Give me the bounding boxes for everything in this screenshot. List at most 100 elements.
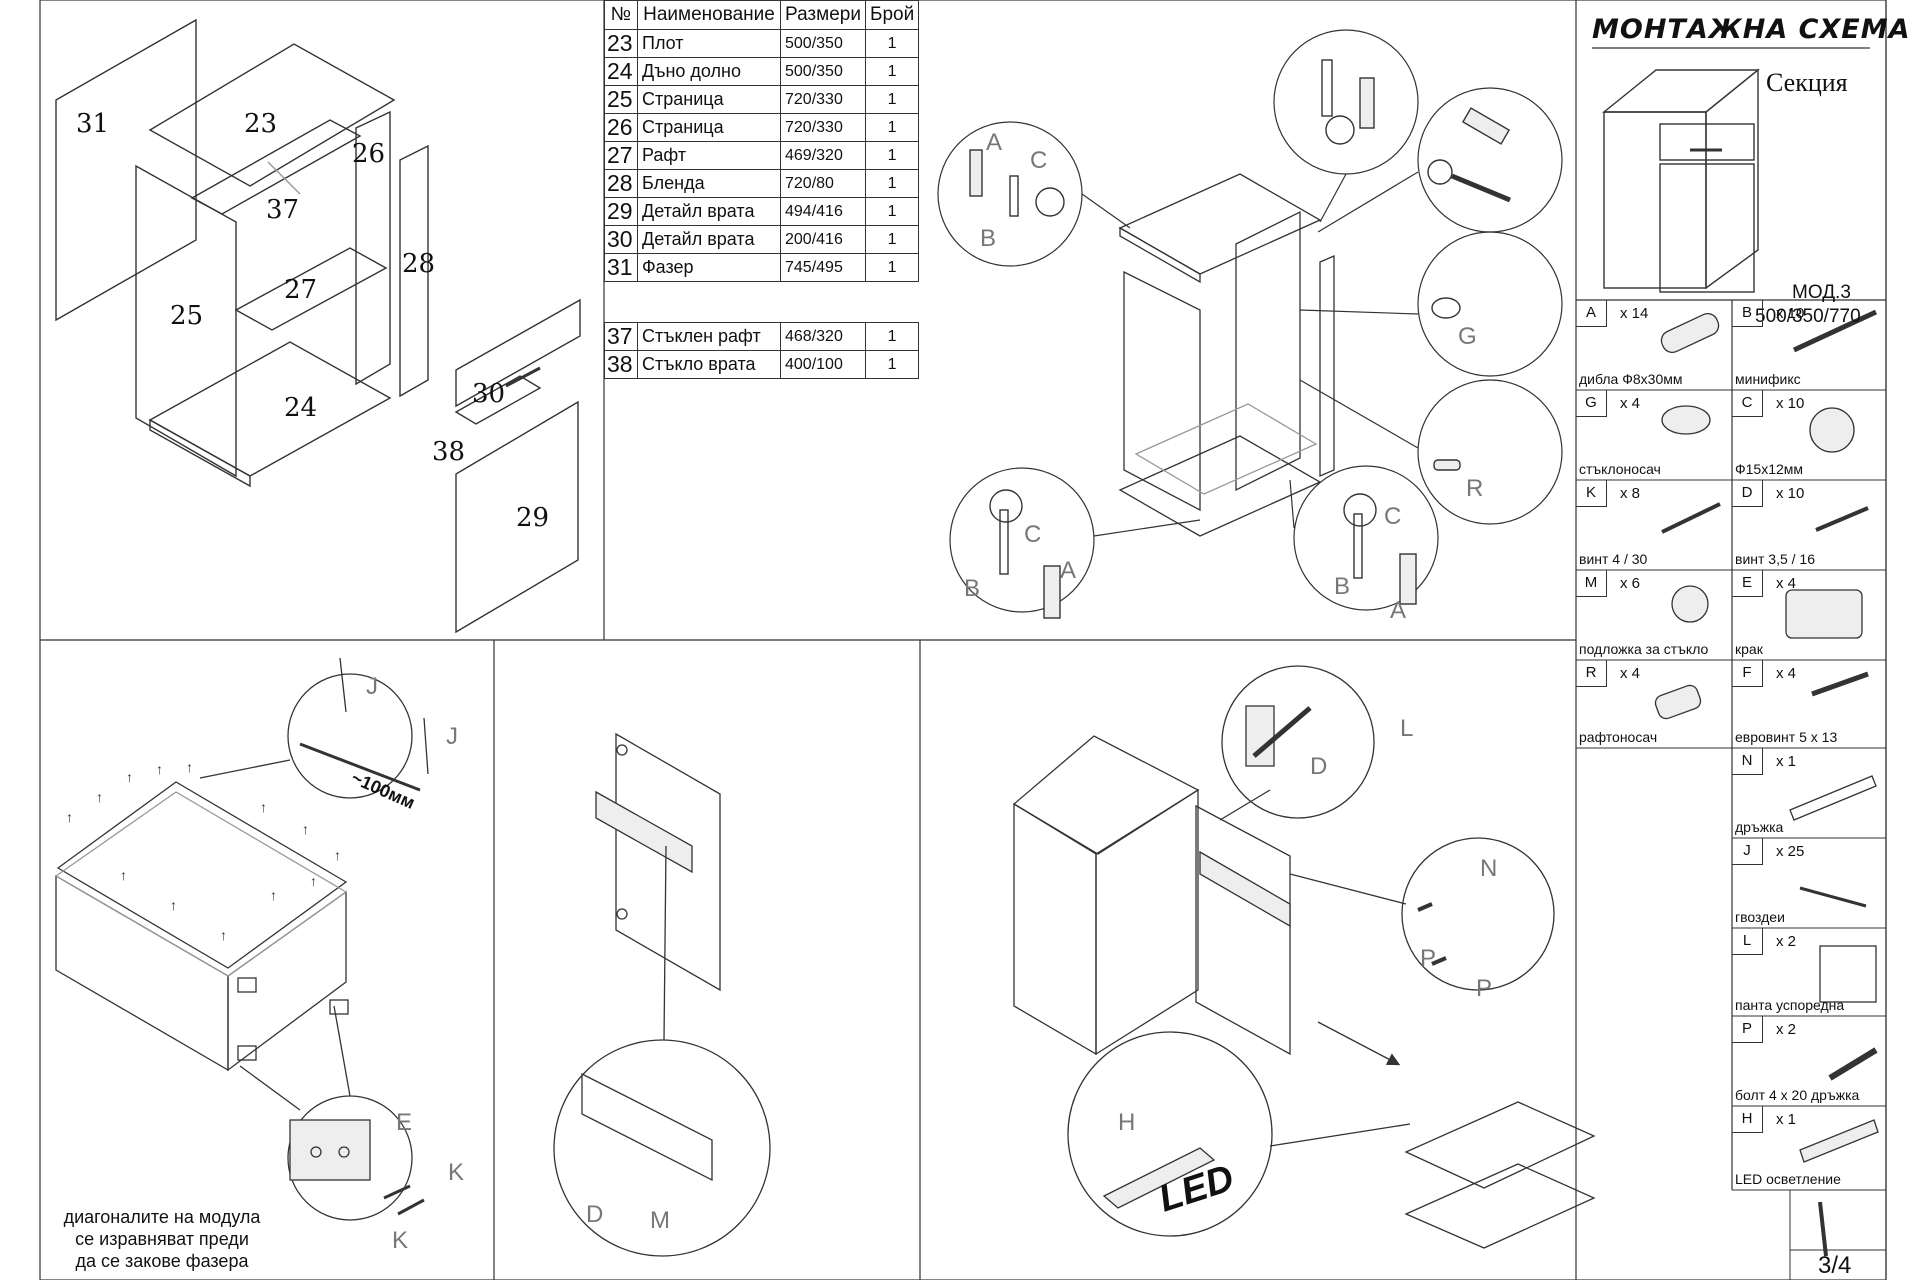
svg-text:↑: ↑ — [126, 769, 133, 785]
part-number: 30 — [604, 225, 638, 254]
hardware-grid — [1576, 389, 1886, 1280]
hardware-letter: K — [1576, 480, 1607, 507]
panel-28 — [399, 144, 429, 398]
part-qty: 1 — [864, 141, 920, 170]
svg-text:↑: ↑ — [220, 927, 227, 943]
hardware-cell-g: G x 4 стъклоносач — [1576, 390, 1732, 480]
hardware-cell-n: N x 1 дръжка — [1732, 748, 1886, 838]
part-qty: 1 — [864, 322, 920, 351]
panel-26 — [355, 110, 391, 386]
shelf-support-icon — [1654, 684, 1702, 720]
part-label: 37 — [266, 195, 299, 225]
tool-icon — [1818, 1201, 1828, 1257]
callout-letter: K — [392, 1227, 408, 1254]
hardware-label: Ф15х12мм — [1735, 461, 1804, 477]
callout-letter: H — [1118, 1109, 1135, 1136]
hardware-cell-j: J x 25 гвоздеи — [1732, 838, 1886, 928]
part-qty: 1 — [864, 197, 920, 226]
part-number: 28 — [604, 169, 638, 198]
hardware-label: панта успоредна — [1735, 997, 1845, 1013]
hardware-cell-m: M x 6 подложка за стъкло — [1576, 570, 1732, 660]
part-name: Детайл врата — [637, 225, 781, 254]
svg-text:↑: ↑ — [66, 809, 73, 825]
model-code: МОД.3 — [1792, 282, 1851, 303]
part-size: 720/330 — [780, 85, 866, 114]
panel-31 — [55, 18, 197, 322]
cam-lock-icon — [1809, 407, 1855, 453]
door-glass-assembly — [553, 732, 771, 1257]
part-label: 24 — [284, 393, 317, 423]
page-number: 3/4 — [1818, 1252, 1852, 1279]
led-light-icon — [1799, 1119, 1879, 1163]
carcass-assembly — [1118, 173, 1335, 537]
part-name: Бленда — [637, 169, 781, 198]
hardware-qty: x 2 — [1776, 1021, 1797, 1038]
note-line: да се закове фазера — [75, 1251, 249, 1271]
part-qty: 1 — [864, 225, 920, 254]
part-size: 200/416 — [780, 225, 866, 254]
panel-23 — [148, 43, 396, 187]
hinge-icon — [1819, 945, 1877, 1003]
part-label: 23 — [244, 109, 277, 139]
part-name: Дъно долно — [637, 57, 781, 86]
hardware-label: винт 4 / 30 — [1579, 551, 1648, 567]
part-qty: 1 — [864, 85, 920, 114]
hardware-qty: x 1 — [1776, 753, 1797, 770]
callout-letter: A — [986, 129, 1002, 156]
column-header: Брой — [864, 0, 920, 30]
hardware-letter: A — [1576, 300, 1607, 327]
hardware-qty: x 2 — [1776, 933, 1797, 950]
part-name: Фазер — [637, 253, 781, 282]
note-line: се изравняват преди — [75, 1229, 249, 1249]
hardware-cell-b: B x 10 минификс — [1732, 300, 1886, 390]
hardware-label: минификс — [1735, 371, 1801, 387]
hardware-cell-p: P x 2 болт 4 x 20 дръжка — [1732, 1016, 1886, 1106]
part-label: 29 — [516, 503, 549, 533]
model-dimensions: 500/350/770 — [1755, 306, 1861, 327]
part-number: 24 — [604, 57, 638, 86]
part-qty: 1 — [864, 253, 920, 282]
callout-letter: B — [1334, 573, 1350, 600]
part-label: 25 — [170, 301, 203, 331]
part-name: Рафт — [637, 141, 781, 170]
glass-pad-icon — [1671, 585, 1709, 623]
hardware-letter: D — [1732, 480, 1763, 507]
svg-text:↑: ↑ — [334, 847, 341, 863]
column-header: № — [604, 0, 638, 30]
table-header: № Наименование Размери Брой — [604, 0, 920, 30]
fitting-sketches — [969, 59, 1511, 619]
hardware-label: LED осветление — [1735, 1171, 1841, 1187]
part-qty: 1 — [864, 113, 920, 142]
part-number: 26 — [604, 113, 638, 142]
part-label: 30 — [472, 379, 505, 409]
detail-circles — [937, 29, 1563, 613]
part-number: 23 — [604, 29, 638, 58]
callout-letter: P — [1476, 975, 1492, 1002]
page-title: МОНТАЖНА СХЕМА — [1592, 14, 1911, 45]
hardware-letter: L — [1732, 928, 1763, 955]
hardware-letter: P — [1732, 1016, 1763, 1043]
svg-text:↑: ↑ — [170, 897, 177, 913]
hardware-cell-h: H x 1 LED осветление — [1732, 1106, 1886, 1190]
hardware-qty: x 14 — [1620, 305, 1649, 322]
part-size: 469/320 — [780, 141, 866, 170]
part-size: 720/330 — [780, 113, 866, 142]
hardware-letter: B — [1732, 300, 1763, 327]
handle-icon — [1789, 775, 1877, 821]
hardware-letter: H — [1732, 1106, 1763, 1133]
callout-letter: G — [1458, 323, 1477, 350]
svg-text:↑: ↑ — [96, 789, 103, 805]
nail-icon — [1799, 886, 1867, 908]
hardware-qty: x 4 — [1620, 395, 1641, 412]
callout-letter: E — [396, 1109, 412, 1136]
svg-text:↑: ↑ — [156, 761, 163, 777]
nail-markers: ↑ ↑ ↑ ↑ ↑ ↑ ↑ ↑ ↑ ↑ ↑ ↑ ↑ — [66, 759, 341, 943]
